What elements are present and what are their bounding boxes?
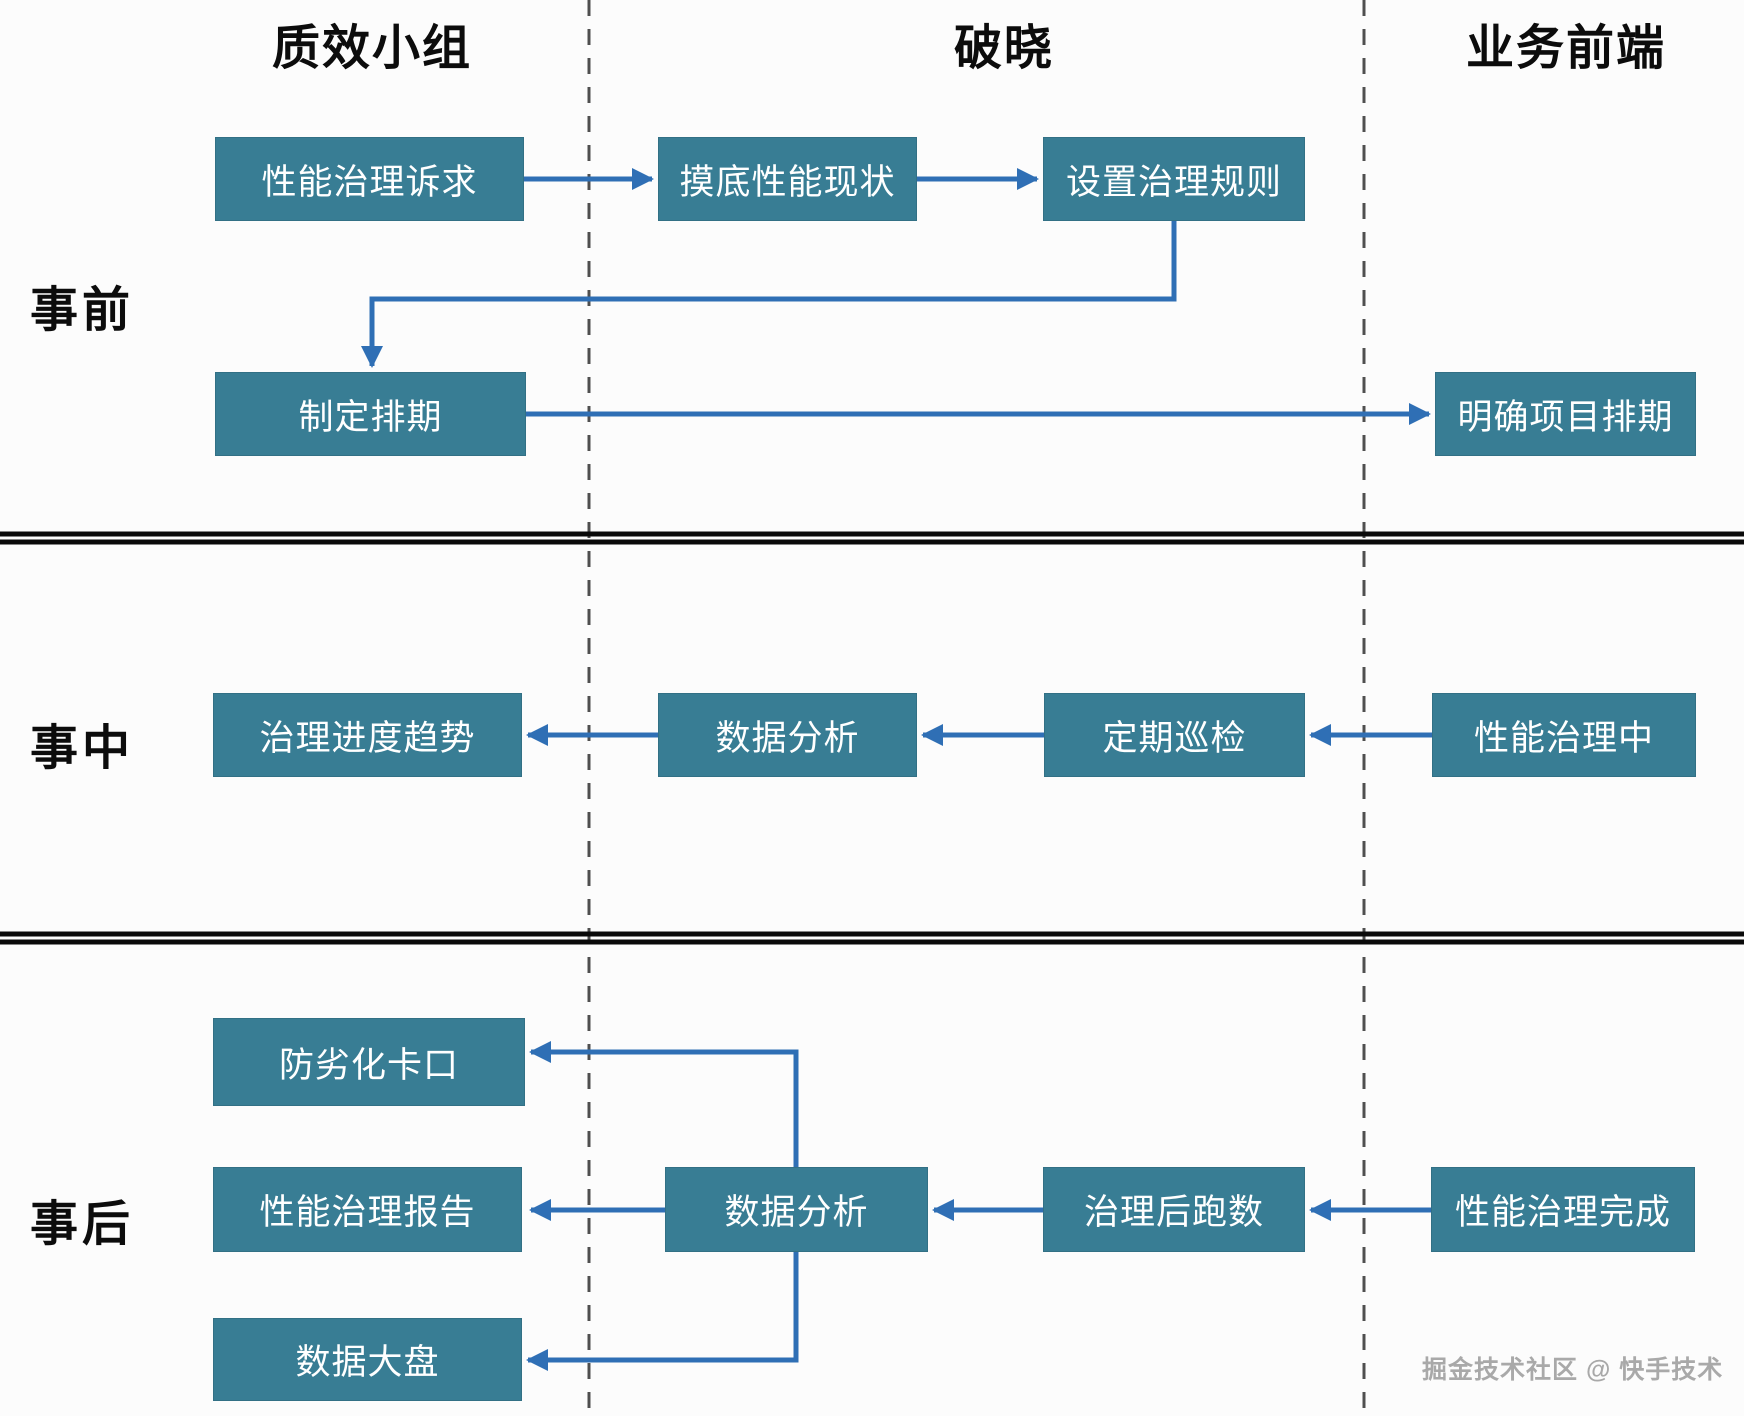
arrow-analysis-to-gate	[529, 1041, 799, 1167]
row-separator-1	[0, 531, 1744, 545]
column-header-daybreak: 破晓	[953, 22, 1055, 75]
node-governance-progress-trend: 治理进度趋势	[213, 693, 522, 777]
node-performance-governance-demand: 性能治理诉求	[215, 137, 524, 221]
row-label-after: 事后	[30, 1198, 135, 1251]
node-anti-degradation-gate: 防劣化卡口	[213, 1018, 525, 1106]
watermark-text: 掘金技术社区 @ 快手技术	[1422, 1356, 1724, 1384]
node-data-analysis-post: 数据分析	[665, 1167, 928, 1252]
node-data-analysis-mid: 数据分析	[658, 693, 917, 777]
node-periodic-inspection: 定期巡检	[1044, 693, 1305, 777]
node-performance-governing: 性能治理中	[1432, 693, 1696, 777]
arrow-rules-to-schedule	[361, 221, 1177, 368]
node-make-schedule: 制定排期	[215, 372, 526, 456]
column-header-business-frontend: 业务前端	[1465, 22, 1667, 75]
node-set-governance-rules: 设置治理规则	[1043, 137, 1305, 221]
node-assess-performance-status: 摸底性能现状	[658, 137, 917, 221]
node-data-dashboard: 数据大盘	[213, 1318, 522, 1401]
node-confirm-project-schedule: 明确项目排期	[1435, 372, 1696, 456]
node-performance-governance-done: 性能治理完成	[1431, 1167, 1695, 1252]
row-label-during: 事中	[30, 722, 135, 775]
node-performance-governance-report: 性能治理报告	[213, 1167, 522, 1252]
node-post-governance-run: 治理后跑数	[1043, 1167, 1305, 1252]
row-separator-2	[0, 931, 1744, 945]
column-header-quality-efficiency-group: 质效小组	[271, 22, 473, 75]
arrow-analysis-to-dashboard	[526, 1252, 799, 1371]
row-label-before: 事前	[30, 284, 135, 337]
